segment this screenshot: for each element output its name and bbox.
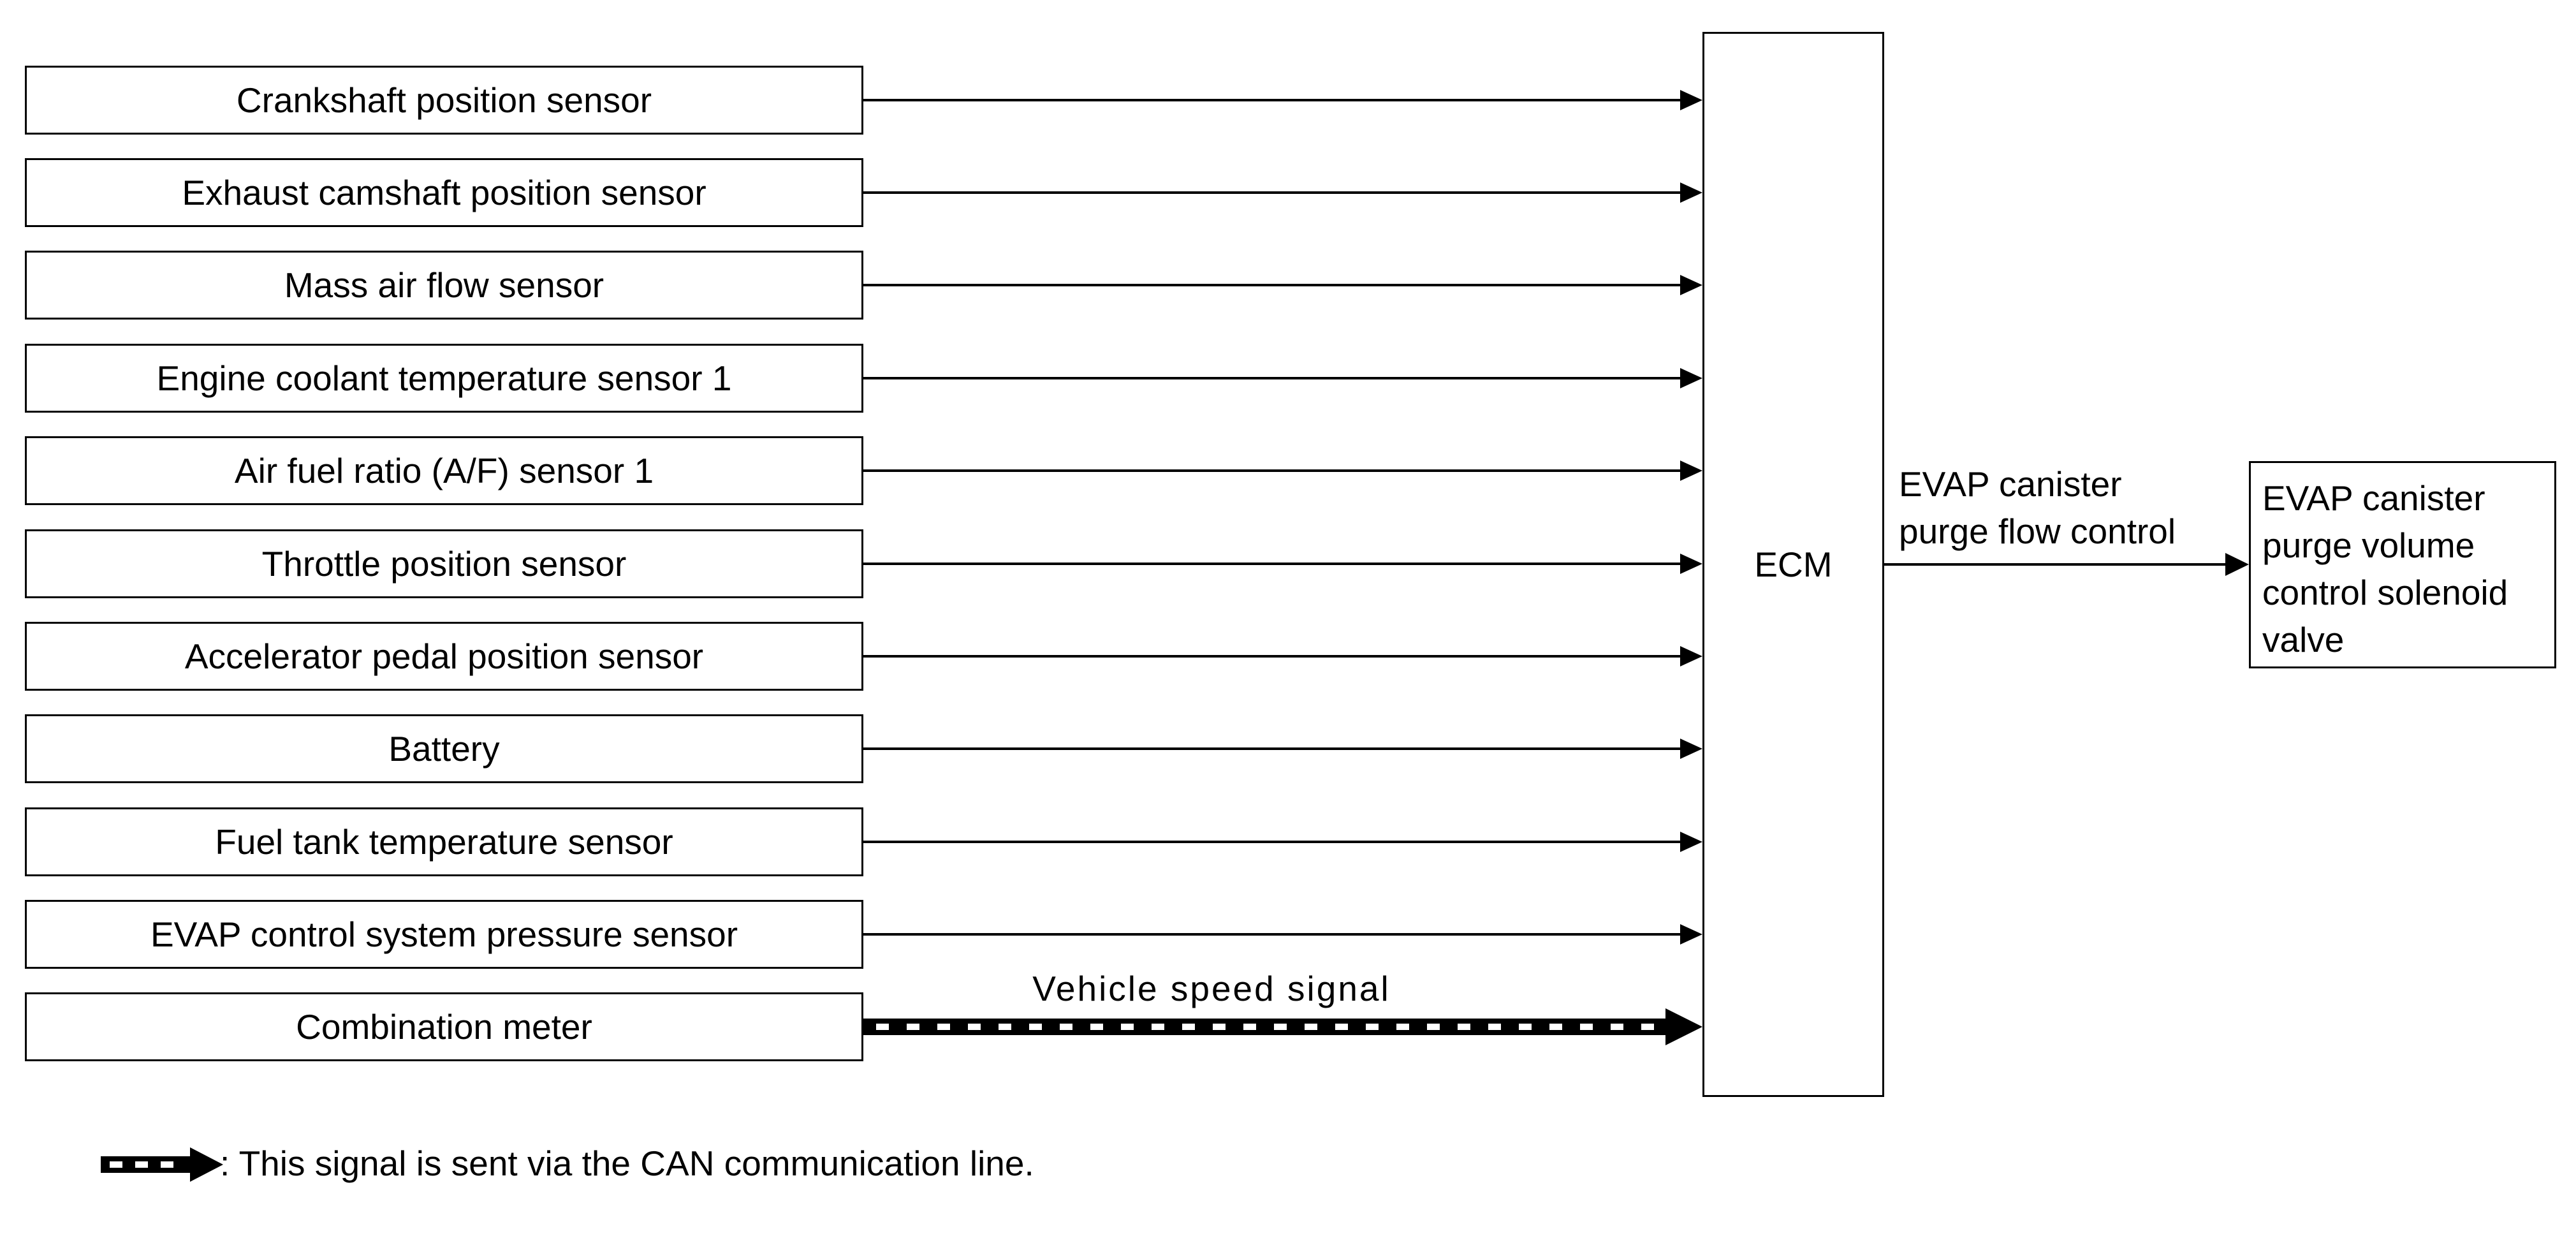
arrowhead-icon (1680, 739, 1702, 759)
input-label: EVAP control system pressure sensor (150, 915, 738, 954)
input-box-mass-air-flow-sensor: Mass air flow sensor (25, 251, 863, 320)
arrowhead-icon (1680, 646, 1702, 666)
arrowhead-icon (2225, 553, 2249, 576)
output-device-line: valve (2262, 620, 2345, 659)
input-label: Combination meter (296, 1007, 592, 1047)
ecm-label: ECM (1754, 545, 1833, 584)
input-box-accelerator-pedal-position-sensor: Accelerator pedal position sensor (25, 622, 863, 691)
ecm-box: ECM (1702, 32, 1884, 1097)
output-device-line: control solenoid (2262, 573, 2508, 612)
input-label: Crankshaft position sensor (236, 80, 652, 120)
input-box-crankshaft-position-sensor: Crankshaft position sensor (25, 66, 863, 135)
input-label: Mass air flow sensor (284, 265, 604, 305)
input-box-evap-control-system-pressure-sensor: EVAP control system pressure sensor (25, 900, 863, 969)
arrowhead-icon (1680, 554, 1702, 574)
output-device-line: purge volume (2262, 526, 2475, 565)
arrowhead-icon (1680, 182, 1702, 203)
output-signal-line: purge flow control (1899, 511, 2176, 551)
input-box-combination-meter: Combination meter (25, 992, 863, 1061)
can-arrowhead-icon (1665, 1008, 1702, 1045)
arrowhead-icon (1680, 460, 1702, 481)
output-device-box: EVAP canister purge volume control solen… (2249, 461, 2556, 668)
input-label: Fuel tank temperature sensor (215, 822, 673, 862)
input-box-exhaust-camshaft-position-sensor: Exhaust camshaft position sensor (25, 158, 863, 227)
input-label: Exhaust camshaft position sensor (182, 173, 706, 212)
can-arrow-icon (101, 1147, 223, 1182)
input-box-battery: Battery (25, 714, 863, 783)
arrowhead-icon (1680, 924, 1702, 945)
output-signal-label: EVAP canister purge flow control (1899, 460, 2176, 555)
arrowhead-icon (1680, 90, 1702, 110)
input-label: Throttle position sensor (261, 544, 627, 584)
arrowhead-icon (1680, 368, 1702, 388)
input-box-engine-coolant-temperature-sensor: Engine coolant temperature sensor 1 (25, 344, 863, 413)
arrowhead-icon (1680, 275, 1702, 295)
input-box-throttle-position-sensor: Throttle position sensor (25, 529, 863, 598)
arrowhead-icon (1680, 832, 1702, 852)
can-line-outline (863, 1019, 1671, 1035)
can-signal-label: Vehicle speed signal (1032, 969, 1391, 1008)
output-device-line: EVAP canister (2262, 478, 2485, 518)
legend-text: : This signal is sent via the CAN commun… (220, 1144, 1034, 1183)
output-signal-line: EVAP canister (1899, 464, 2122, 504)
input-label: Accelerator pedal position sensor (184, 636, 704, 676)
input-label: Engine coolant temperature sensor 1 (156, 358, 732, 398)
input-label: Air fuel ratio (A/F) sensor 1 (234, 451, 654, 490)
input-box-fuel-tank-temperature-sensor: Fuel tank temperature sensor (25, 807, 863, 876)
input-box-air-fuel-ratio-sensor: Air fuel ratio (A/F) sensor 1 (25, 436, 863, 505)
input-label: Battery (388, 729, 500, 769)
